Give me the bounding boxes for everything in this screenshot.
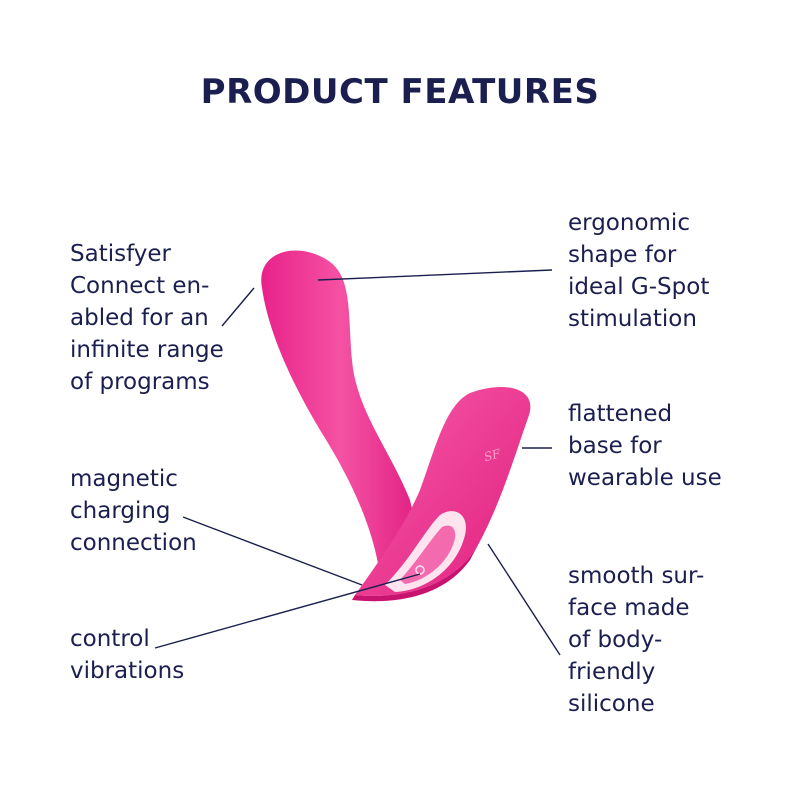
feature-line: stimulation [568,306,697,332]
feature-connect: Satisfyer Connect en- abled for an infin… [70,238,224,398]
feature-line: of body- [568,627,663,653]
feature-line: base for [568,433,662,459]
callout-ergonomic [317,269,553,281]
callout-magnetic [182,516,363,586]
feature-line: ergonomic [568,210,690,236]
feature-line: wearable use [568,465,722,491]
feature-flattened: flattened base for wearable use [568,398,722,494]
feature-line: control [70,626,150,652]
feature-magnetic: magnetic charging connection [70,463,197,559]
feature-line: face made [568,595,690,621]
feature-line: ideal G-Spot [568,274,710,300]
feature-line: friendly [568,659,656,685]
callout-control [154,573,421,649]
brand-logo: SF [482,446,502,464]
feature-line: Connect en- [70,273,210,299]
flattened-base [355,386,531,596]
feature-line: smooth sur- [568,563,705,589]
base-edge [352,545,478,602]
feature-line: infinite range [70,337,224,363]
feature-line: connection [70,530,197,556]
feature-line: abled for an [70,305,209,331]
feature-line: vibrations [70,658,185,684]
feature-line: charging [70,498,171,524]
feature-line: shape for [568,242,677,268]
feature-line: flattened [568,401,673,427]
feature-line: silicone [568,691,655,717]
callout-connect [221,287,255,327]
page-title: PRODUCT FEATURES [200,72,600,112]
control-button [400,525,456,584]
feature-line: magnetic [70,466,178,492]
feature-line: Satisfyer [70,241,171,267]
feature-ergonomic: ergonomic shape for ideal G-Spot stimula… [568,207,709,335]
feature-control: control vibrations [70,623,184,687]
callout-smooth [487,543,561,656]
feature-smooth: smooth sur- face made of body- friendly … [568,560,704,720]
feature-line: of programs [70,369,210,395]
insertable-arm [261,250,420,576]
